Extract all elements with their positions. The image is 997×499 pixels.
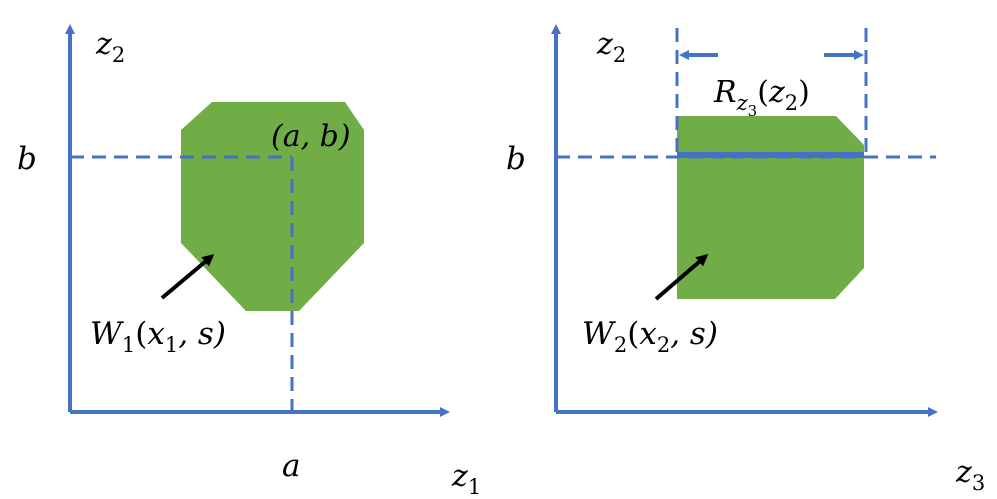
x-axis-label-z3: z3 [955, 455, 985, 495]
x-axis-label-z1: z1 [451, 459, 481, 499]
point-label-ab: (a, b) [271, 119, 351, 154]
pointer-arrow-w1 [160, 254, 215, 300]
tick-label-b-left: b [17, 141, 37, 177]
y-axis-label-left: z2 [95, 27, 125, 67]
region-label-w2: W2(x2, s) [582, 316, 718, 357]
pointer-arrow-w2 [654, 254, 709, 301]
right-panel: z2 b Rz3(z2) z3 W2(x2, s) [506, 24, 985, 495]
region-label-w1: W1(x1, s) [90, 316, 226, 357]
y-axis-label-right: z2 [596, 27, 626, 67]
left-panel: z2 b (a, b) a z1 W1(x1, s) [17, 24, 481, 499]
tick-label-b-right: b [506, 141, 526, 177]
region-w2 [677, 116, 864, 299]
range-label-r: Rz3(z2) [713, 75, 810, 120]
tick-label-a: a [282, 448, 300, 484]
region-w1 [181, 102, 364, 311]
